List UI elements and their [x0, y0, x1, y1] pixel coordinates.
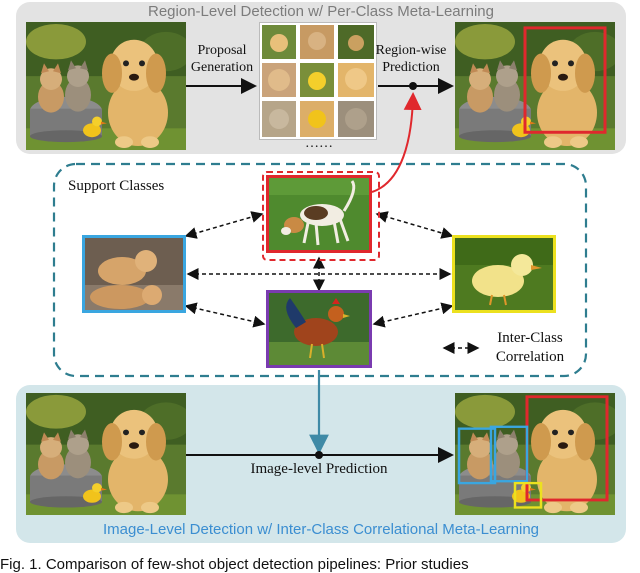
figure-caption: Fig. 1. Comparison of few-shot object de…	[0, 556, 469, 573]
inter-class-correlation-legend: Inter-Class Correlation	[495, 330, 565, 365]
support-cat-image	[82, 235, 186, 313]
input-image-bottom	[26, 393, 186, 515]
cat-detection-box-2	[489, 425, 529, 483]
image-level-prediction-label: Image-level Prediction	[250, 461, 388, 477]
dog-duck-link	[375, 211, 454, 239]
support-dog-frame	[262, 171, 380, 261]
rooster-duck-link	[372, 302, 454, 328]
proposal-grid	[259, 22, 377, 140]
support-classes-title: Support Classes	[68, 178, 165, 194]
support-dog-image	[266, 175, 372, 253]
fusion-dot-bottom	[315, 451, 323, 459]
output-image-bottom	[455, 393, 615, 515]
support-to-prediction-arrow	[371, 92, 422, 193]
dog-detection-box	[523, 26, 607, 134]
region-wise-prediction-label: Region-wise Prediction	[375, 43, 447, 75]
fusion-dot-top	[409, 82, 417, 90]
proposal-ellipsis: ……	[305, 136, 333, 151]
proposal-generation-label: Proposal Generation	[190, 43, 254, 75]
support-duck-image	[452, 235, 556, 313]
support-rooster-image	[266, 290, 372, 368]
output-image-top	[455, 22, 615, 150]
cat-rooster-link	[184, 302, 266, 328]
bottom-panel-title: Image-Level Detection w/ Inter-Class Cor…	[102, 521, 540, 538]
cat-detection-box-1	[457, 427, 497, 485]
dog-cat-link	[184, 211, 264, 239]
top-panel-title: Region-Level Detection w/ Per-Class Meta…	[148, 3, 494, 20]
duck-detection-box	[513, 481, 543, 509]
